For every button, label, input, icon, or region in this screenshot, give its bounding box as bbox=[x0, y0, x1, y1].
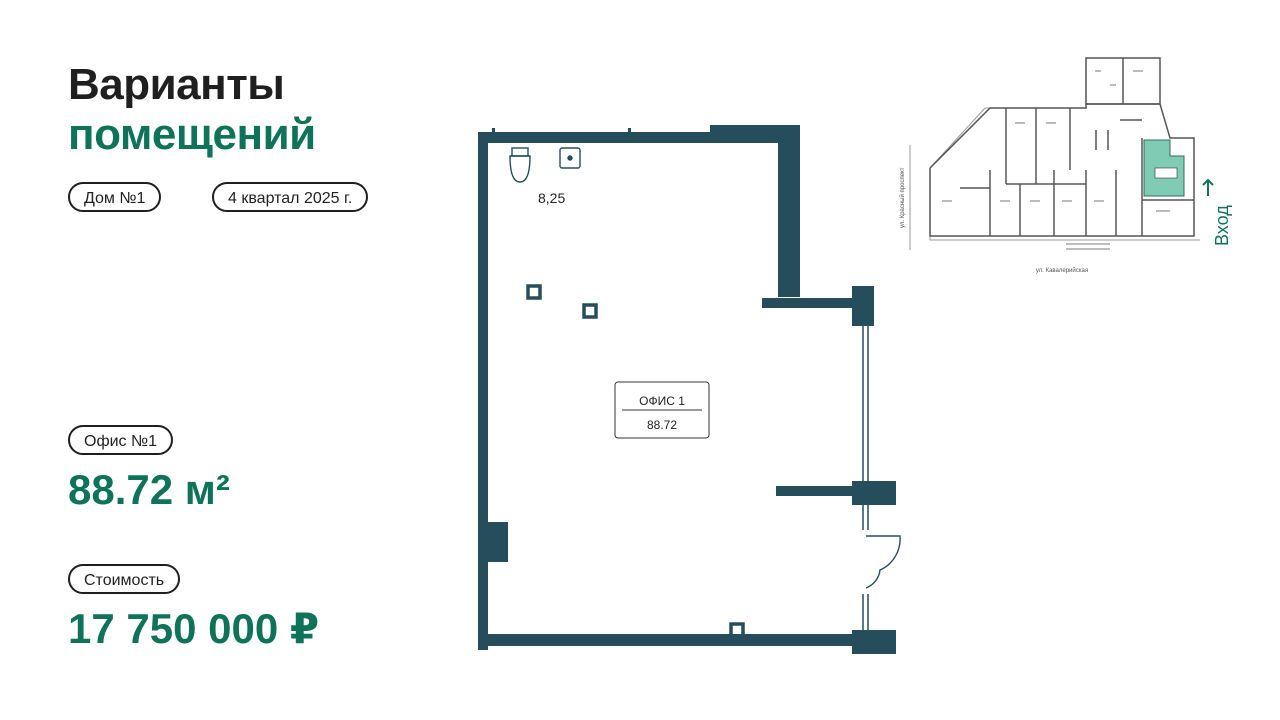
door-swing bbox=[865, 535, 901, 589]
entrance-label: Вход bbox=[1212, 205, 1232, 246]
page-title-line2: помещений bbox=[68, 110, 316, 159]
plan-columns bbox=[526, 284, 745, 638]
page-title-line1: Варианты bbox=[68, 60, 285, 109]
room-tag: ОФИС 1 88.72 bbox=[614, 381, 710, 439]
room-area: 88.72 bbox=[647, 418, 677, 432]
wc-area-label: 8,25 bbox=[538, 190, 565, 206]
cost-badge: Стоимость bbox=[68, 564, 181, 594]
completion-badge: 4 квартал 2025 г. bbox=[212, 182, 369, 212]
room-name: ОФИС 1 bbox=[639, 394, 685, 408]
unit-price: 17 750 000 ₽ bbox=[68, 605, 320, 652]
unit-badge: Офис №1 bbox=[68, 425, 174, 455]
site-plan-walls bbox=[929, 57, 1195, 237]
site-plan-steps bbox=[1066, 243, 1110, 250]
plan-window bbox=[862, 326, 869, 630]
street-left-label: ул. Красный проспект bbox=[899, 167, 906, 228]
highlighted-office-tag bbox=[1154, 167, 1178, 179]
floor-plan: 8,25 ОФИС 1 88.72 bbox=[478, 125, 901, 654]
street-bottom-label: ул. Кавалерийская bbox=[1036, 267, 1088, 274]
plan-walls bbox=[478, 125, 896, 654]
building-site-plan: ул. Кавалерийская ул. Красный проспект bbox=[899, 57, 1200, 274]
site-plan-room-labels bbox=[942, 70, 1170, 212]
wc-fixtures bbox=[509, 147, 581, 183]
house-badge: Дом №1 bbox=[68, 182, 162, 212]
arrow-up-icon bbox=[1202, 178, 1214, 196]
unit-area: 88.72 м² bbox=[68, 466, 230, 513]
